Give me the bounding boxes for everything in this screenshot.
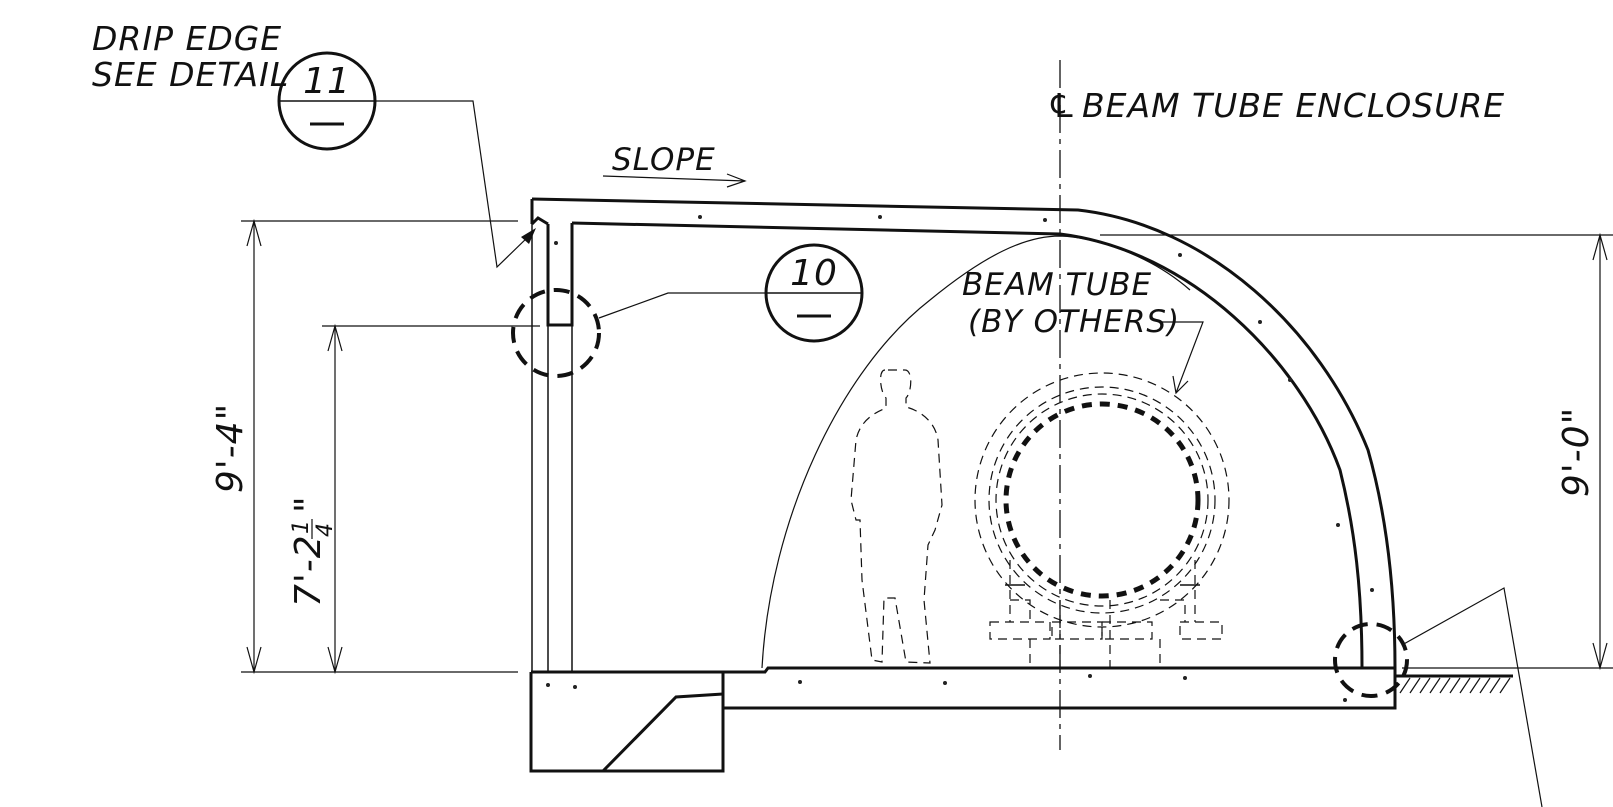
drip-edge-leader: [375, 100, 536, 269]
slope-arrow: [602, 173, 747, 188]
dim-7-2-frac-den: 4: [313, 522, 338, 537]
right-leader: [1401, 587, 1543, 807]
dim-7-2-whole: 7'-2: [288, 534, 329, 607]
beam-tube-label-line1: BEAM TUBE: [962, 267, 1152, 303]
tube-supports: [989, 560, 1223, 668]
centerline-label: ℄ BEAM TUBE ENCLOSURE: [1047, 86, 1505, 125]
beam-tube-clearance-arch: [761, 235, 1191, 669]
dimension-9-4: 9'-4": [210, 218, 518, 675]
dim-9-0-text: 9'-0": [1556, 407, 1597, 497]
slope-label: SLOPE: [612, 142, 716, 178]
centerline-text: BEAM TUBE ENCLOSURE: [1082, 86, 1505, 125]
dim-7-2-inch: ": [288, 495, 329, 513]
dim-7-2-frac-num: 1: [289, 519, 314, 534]
dimension-7-2-quarter: 7'-2 1 4 ": [288, 323, 540, 675]
footing-and-slab: [529, 666, 1397, 773]
person-silhouette: [850, 369, 943, 664]
centerline-symbol: ℄: [1047, 86, 1078, 125]
detail-bubble-11[interactable]: 11: [277, 51, 377, 151]
detail-bubble-10[interactable]: 10: [764, 243, 864, 343]
detail-10-marker[interactable]: [511, 288, 601, 378]
dim-9-4-text: 9'-4": [210, 403, 251, 493]
grade-hatch: [1395, 674, 1513, 694]
drip-edge-label-line1: DRIP EDGE: [92, 19, 282, 58]
dimension-9-0: 9'-0": [1100, 232, 1613, 671]
detail-10-leader: [598, 292, 766, 319]
detail-11-number: 11: [303, 61, 351, 102]
beam-tube-leader: [1162, 321, 1204, 395]
beam-tube-label-line2: (BY OTHERS): [968, 304, 1180, 340]
beam-tube: [974, 372, 1230, 628]
base-detail-marker[interactable]: [1333, 622, 1409, 698]
drip-edge-label-line2: SEE DETAIL: [92, 55, 289, 94]
detail-10-number: 10: [790, 253, 838, 294]
